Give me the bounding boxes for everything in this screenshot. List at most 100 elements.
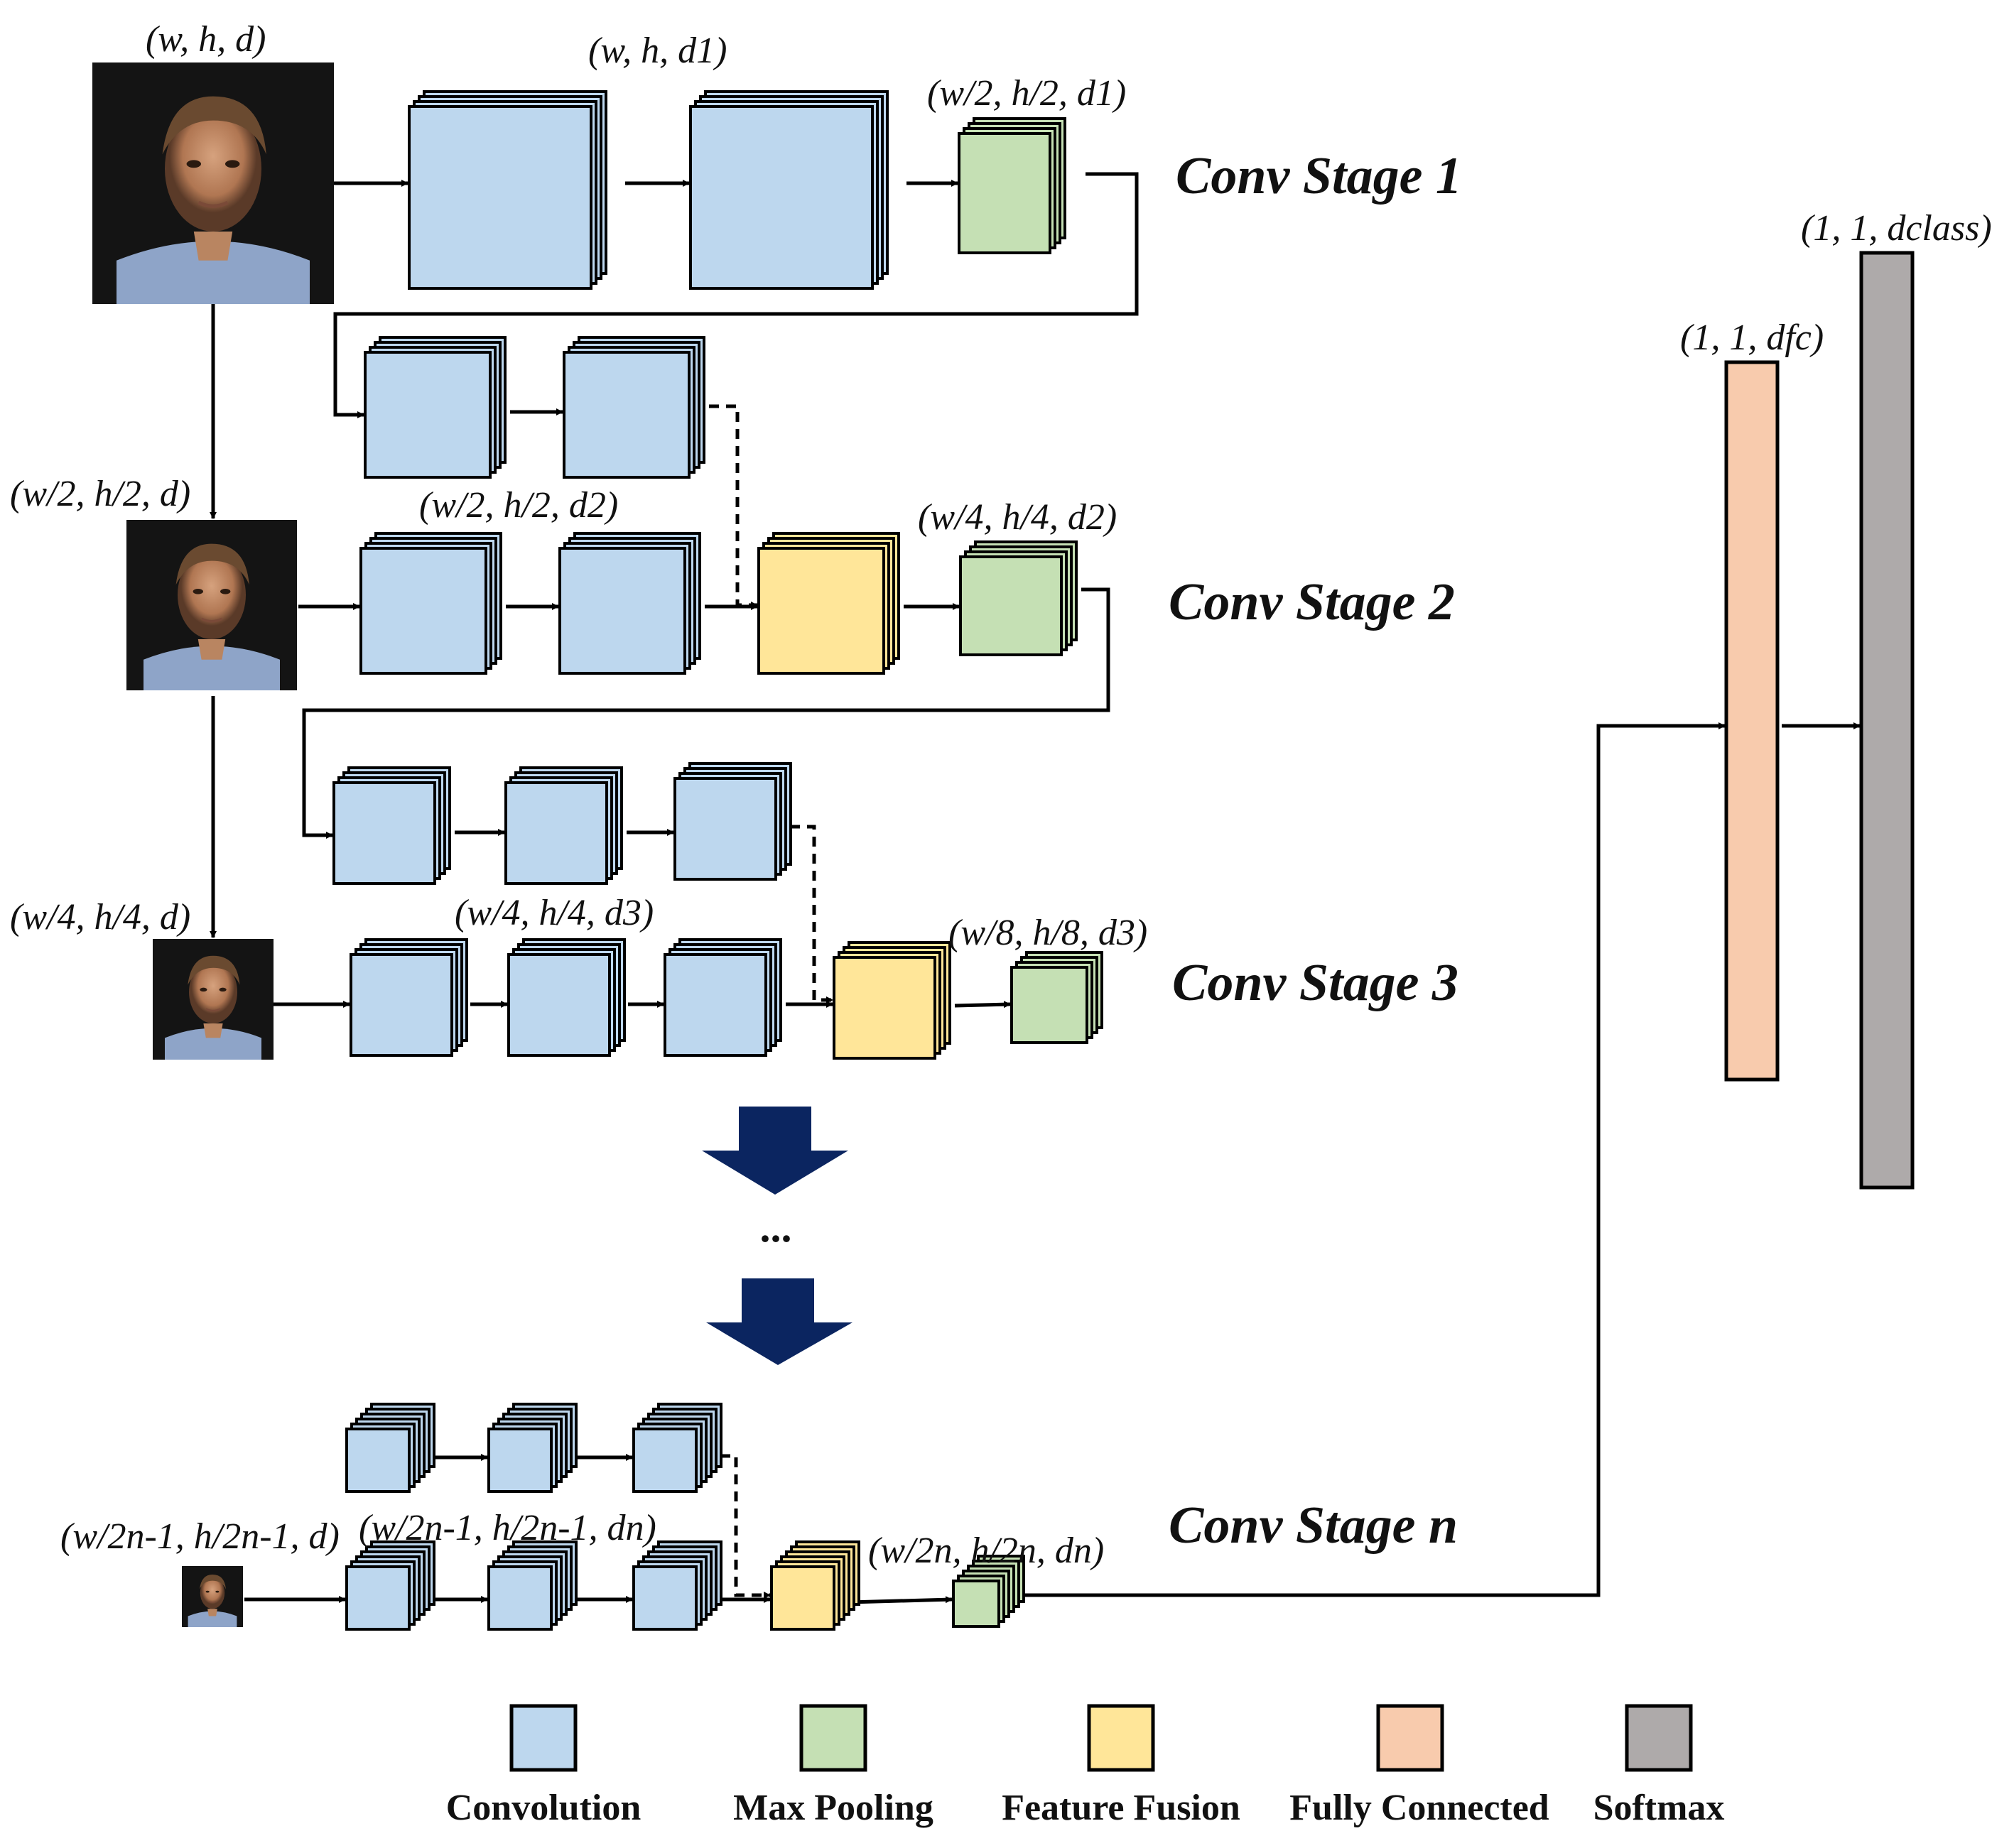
conv-block — [563, 336, 705, 479]
conv-block — [345, 1540, 435, 1631]
conv-block — [408, 90, 607, 290]
legend-item: Convolution — [446, 1704, 642, 1828]
dim-label-sn-conv: (w/2n-1, h/2n-1, dn) — [359, 1508, 656, 1548]
dashed-arrow-line — [703, 1454, 771, 1599]
conv-block — [487, 1403, 578, 1493]
input-image-stagen — [181, 1565, 244, 1628]
down-arrow-icon — [702, 1107, 848, 1195]
conv-layer — [563, 351, 691, 479]
dim-label-s3-conv: (w/4, h/4, d3) — [455, 893, 654, 933]
arrow-line — [1010, 722, 1726, 1597]
conv-layer — [689, 105, 874, 290]
conv-block — [632, 1540, 722, 1631]
input-image-stage3 — [151, 937, 275, 1061]
conv-block — [689, 90, 889, 290]
conv-block — [558, 532, 701, 675]
softmax-layer — [1859, 251, 1915, 1190]
conv-layer — [408, 105, 592, 290]
conv-block — [487, 1540, 578, 1631]
legend-label: Max Pooling — [733, 1788, 933, 1828]
pool-block — [952, 1555, 1025, 1628]
dashed-arrow-line — [709, 404, 758, 609]
dim-label-softmax: (1, 1, dclass) — [1801, 208, 1992, 249]
pool-block — [958, 117, 1066, 254]
legend-item: Fully Connected — [1289, 1704, 1549, 1828]
dim-label-fc: (1, 1, dfc) — [1680, 317, 1824, 358]
conv-layer — [507, 953, 611, 1057]
conv-layer — [487, 1565, 553, 1631]
legend-label: Convolution — [446, 1788, 642, 1828]
stage-title-1: Conv Stage 1 — [1176, 147, 1462, 205]
conv-layer — [673, 777, 777, 881]
legend-swatch — [1376, 1704, 1444, 1772]
legend-swatch — [1087, 1704, 1155, 1772]
dim-label-s2-pool: (w/4, h/4, d2) — [918, 497, 1117, 538]
fusion-block — [757, 532, 900, 675]
legend-swatch — [509, 1704, 578, 1772]
conv-block — [664, 938, 782, 1057]
dim-label-input1: (w, h, d) — [146, 19, 266, 60]
dim-label-input3: (w/4, h/4, d) — [10, 897, 190, 937]
conv-layer — [359, 547, 487, 675]
legend: Convolution Max Pooling Feature Fusion Full… — [446, 1704, 1725, 1828]
conv-layer — [350, 953, 453, 1057]
down-arrow-icon — [706, 1278, 852, 1365]
conv-layer — [632, 1565, 698, 1631]
legend-label: Softmax — [1593, 1788, 1725, 1828]
dashed-arrow-line — [790, 825, 833, 1004]
pool-layer — [952, 1580, 1000, 1628]
ellipsis: ... — [760, 1204, 792, 1251]
conv-layer — [632, 1428, 698, 1493]
connection-lines — [210, 172, 1861, 1604]
conv-layer — [345, 1428, 411, 1493]
dim-label-s1-conv: (w, h, d1) — [588, 31, 727, 71]
stage-title-n: Conv Stage n — [1169, 1496, 1458, 1555]
fusion-block — [770, 1540, 860, 1631]
fusion-block — [833, 941, 951, 1060]
fusion-layer — [833, 956, 936, 1060]
conv-block — [345, 1403, 435, 1493]
conv-block — [350, 938, 468, 1057]
stage-title-2: Conv Stage 2 — [1169, 573, 1455, 631]
fully-connected-layer — [1724, 360, 1780, 1082]
pool-block — [959, 540, 1078, 656]
conv-block — [504, 766, 623, 885]
pool-block — [1010, 951, 1103, 1044]
arrow-line — [849, 1596, 953, 1604]
legend-label: Feature Fusion — [1002, 1788, 1240, 1828]
conv-block — [632, 1403, 722, 1493]
input-image-stage1 — [92, 62, 334, 304]
dim-label-input2: (w/2, h/2, d) — [10, 474, 190, 514]
conv-layer — [487, 1428, 553, 1493]
arrow-line — [302, 587, 1110, 839]
conv-block — [673, 762, 792, 881]
legend-label: Fully Connected — [1289, 1788, 1549, 1828]
arrow-line — [954, 1001, 1011, 1009]
conv-layer — [364, 351, 492, 479]
layer-blocks — [332, 90, 1103, 1631]
legend-item: Max Pooling — [733, 1704, 933, 1828]
conv-layer — [504, 781, 608, 885]
dim-label-s2-conv: (w/2, h/2, d2) — [419, 485, 618, 526]
conv-layer — [332, 781, 436, 885]
fusion-layer — [770, 1565, 835, 1631]
arrow-line — [333, 172, 1139, 418]
conv-block — [507, 938, 626, 1057]
dim-label-s1-pool: (w/2, h/2, d1) — [927, 73, 1126, 114]
legend-item: Softmax — [1593, 1704, 1725, 1828]
conv-layer — [345, 1565, 411, 1631]
stage-title-3: Conv Stage 3 — [1172, 954, 1458, 1012]
conv-layer — [558, 547, 686, 675]
pool-layer — [1010, 966, 1088, 1044]
conv-block — [359, 532, 502, 675]
conv-block — [332, 766, 451, 885]
conv-block — [364, 336, 507, 479]
skip-connections — [703, 404, 833, 1599]
legend-swatch — [1625, 1704, 1693, 1772]
legend-item: Feature Fusion — [1002, 1704, 1240, 1828]
dim-label-sn-pool: (w/2n, h/2n, dn) — [868, 1531, 1104, 1571]
input-image-stage2 — [125, 518, 298, 692]
fusion-layer — [757, 547, 885, 675]
